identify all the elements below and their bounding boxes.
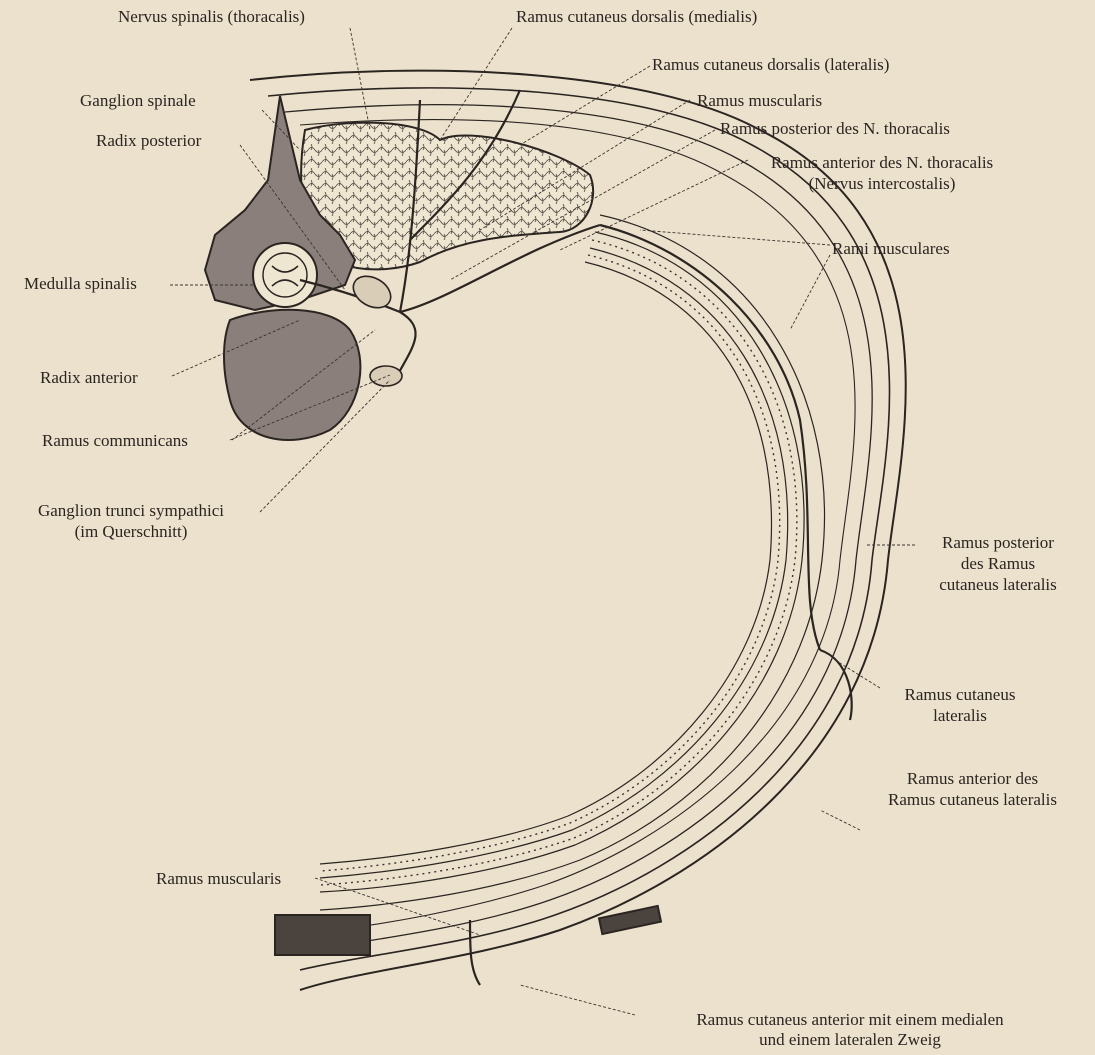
label-line-2: (Nervus intercostalis) <box>752 173 1012 194</box>
label-ramus-posterior-cutaneus-lateralis: Ramus posterior des Ramus cutaneus later… <box>918 532 1078 595</box>
intercostal-muscle-hatching <box>320 240 797 885</box>
label-line-1: Ramus anterior des <box>860 768 1085 789</box>
label-ramus-anterior-thoracalis: Ramus anterior des N. thoracalis (Nervus… <box>752 152 1012 194</box>
label-radix-posterior: Radix posterior <box>96 130 201 151</box>
label-line-1: Ramus cutaneus <box>885 684 1035 705</box>
label-ramus-anterior-cutaneus-lateralis: Ramus anterior des Ramus cutaneus latera… <box>860 768 1085 810</box>
label-ramus-cutaneus-lateralis: Ramus cutaneus lateralis <box>885 684 1035 726</box>
label-line-2: und einem lateralen Zweig <box>630 1030 1070 1050</box>
label-ganglion-trunci-sympathici: Ganglion trunci sympathici (im Querschni… <box>6 500 256 542</box>
label-line-1: Ganglion trunci sympathici <box>6 500 256 521</box>
label-ramus-cutaneus-dorsalis-medialis: Ramus cutaneus dorsalis (medialis) <box>516 6 757 27</box>
label-ramus-muscularis-bottom: Ramus muscularis <box>156 868 281 889</box>
label-line-2: des Ramus <box>918 553 1078 574</box>
label-ramus-communicans: Ramus communicans <box>42 430 188 451</box>
label-line-1: Ramus cutaneus anterior mit einem medial… <box>630 1010 1070 1030</box>
label-line-3: cutaneus lateralis <box>918 574 1078 595</box>
label-ramus-cutaneus-dorsalis-lateralis: Ramus cutaneus dorsalis (lateralis) <box>652 54 889 75</box>
label-ramus-muscularis-top: Ramus muscularis <box>697 90 822 111</box>
label-line-2: lateralis <box>885 705 1035 726</box>
label-nervus-spinalis: Nervus spinalis (thoracalis) <box>118 6 305 27</box>
label-line-1: Ramus anterior des N. thoracalis <box>752 152 1012 173</box>
label-medulla-spinalis: Medulla spinalis <box>24 273 137 294</box>
label-ganglion-spinale: Ganglion spinale <box>80 90 196 111</box>
label-line-1: Ramus posterior <box>918 532 1078 553</box>
label-line-2: (im Querschnitt) <box>6 521 256 542</box>
label-ramus-posterior-thoracalis: Ramus posterior des N. thoracalis <box>720 118 950 139</box>
label-ramus-cutaneus-anterior: Ramus cutaneus anterior mit einem medial… <box>630 1010 1070 1050</box>
label-line-2: Ramus cutaneus lateralis <box>860 789 1085 810</box>
label-radix-anterior: Radix anterior <box>40 367 138 388</box>
label-rami-musculares: Rami musculares <box>832 238 950 259</box>
